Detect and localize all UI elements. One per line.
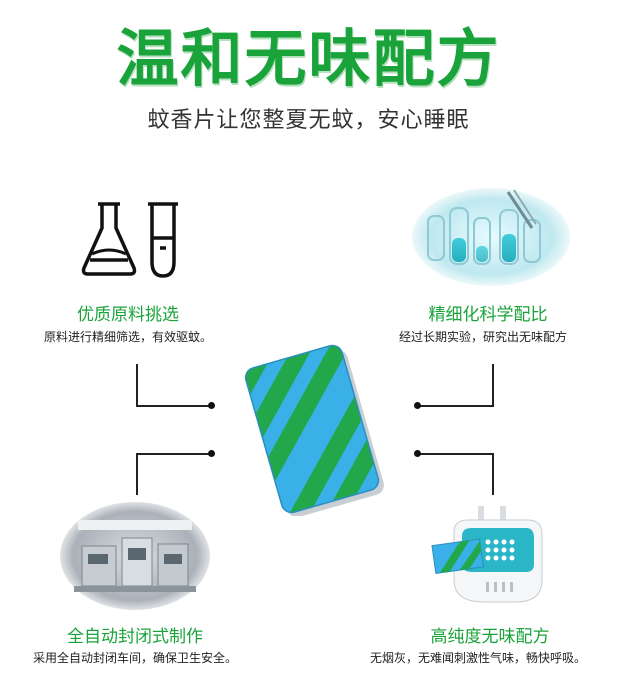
test-tube-icon — [148, 202, 178, 278]
factory-photo — [60, 502, 210, 610]
feature-title-materials: 优质原料挑选 — [77, 305, 179, 325]
connector-line — [136, 364, 138, 406]
connector-line — [136, 453, 212, 455]
mosquito-mat — [243, 343, 384, 516]
connector-line — [492, 453, 494, 495]
connector-line — [492, 364, 494, 406]
connector-line — [418, 453, 494, 455]
connector-dot — [414, 402, 421, 409]
connector-line — [418, 405, 494, 407]
feature-desc-materials: 原料进行精细筛选，有效驱蚊。 — [43, 330, 212, 344]
feature-desc-production: 采用全自动封闭车间，确保卫生安全。 — [32, 651, 237, 665]
connector-dot — [414, 450, 421, 457]
subtitle: 蚊香片让您整夏无蚊，安心睡眠 — [147, 108, 470, 133]
connector-dot — [208, 450, 215, 457]
connector-line — [136, 453, 138, 495]
feature-title-odorless: 高纯度无味配方 — [430, 627, 550, 647]
main-title: 温和无味配方 — [116, 22, 501, 95]
mosquito-heater-device — [431, 506, 543, 603]
lab-glassware-icon — [81, 202, 178, 278]
lab-photo — [412, 188, 570, 286]
connector-dot — [208, 402, 215, 409]
feature-desc-odorless: 无烟灰，无难闻刺激性气味，畅快呼吸。 — [369, 651, 586, 665]
feature-desc-ratio: 经过长期实验，研究出无味配方 — [398, 330, 567, 344]
flask-beaker-icon — [81, 202, 137, 276]
feature-title-ratio: 精细化科学配比 — [428, 305, 548, 325]
feature-title-production: 全自动封闭式制作 — [67, 627, 203, 647]
connector-line — [136, 405, 212, 407]
